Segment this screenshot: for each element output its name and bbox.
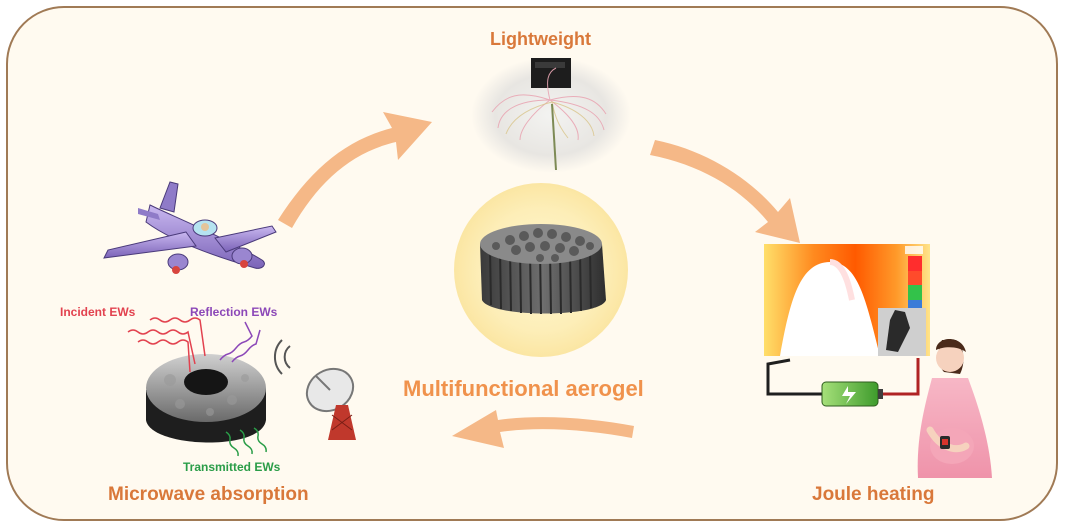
aerogel-cylinder-icon [454,183,628,357]
joule-title: Joule heating [812,484,935,505]
circuit-wires [766,358,920,396]
pregnant-woman-icon [917,339,992,478]
lightweight-title: Lightweight [490,29,591,49]
absorber-ring-icon [146,354,266,443]
arrow-left-to-top [278,112,432,228]
arrow-top-to-right [650,140,800,243]
reflection-waves [219,321,261,363]
radar-dish-icon [273,339,356,440]
aircraft-icon [103,181,277,274]
reflection-label: Reflection EWs [190,305,278,319]
transmitted-waves [225,427,267,457]
transmitted-label: Transmitted EWs [183,460,281,474]
center-title: Multifunctional aerogel [403,376,644,401]
flower-aerogel-photo-icon [471,57,631,173]
arrow-right-to-left [452,410,634,448]
incident-label: Incident EWs [60,305,136,319]
thermal-image-icon [764,244,930,356]
incident-waves [127,317,206,373]
microwave-title: Microwave absorption [108,484,309,505]
battery-icon [821,381,883,407]
